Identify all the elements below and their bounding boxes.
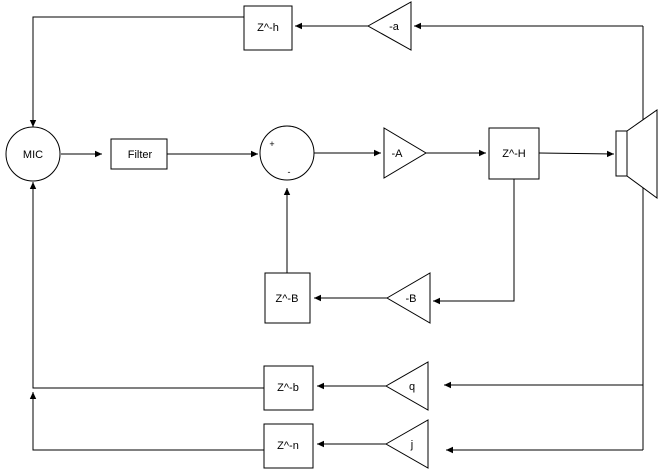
delay-H-label: Z^-H [502,148,526,160]
filter-block: Filter [110,138,168,170]
delay-b-block: Z^-b [263,365,314,411]
summer-block: + - [259,125,315,181]
wire-delayH-gainB [433,179,515,305]
gain-B-amplifier: -B [386,272,431,324]
delay-h-label: Z^-h [257,22,279,34]
gain-j-label: j [410,439,413,451]
delay-H-block: Z^-H [488,127,540,180]
gain-q-amplifier: q [384,361,429,411]
delay-h-block: Z^-h [243,5,293,51]
summer-plus-sign: + [269,139,274,149]
gain-B-label: -B [406,293,417,305]
gain-a-label: -a [389,21,400,33]
summer-minus-sign: - [288,167,291,177]
wire-delayn-up [29,392,264,451]
delay-b-label: Z^-b [277,382,299,394]
gain-A-label: -A [392,148,404,160]
wire-delayb-mic [29,182,264,389]
speaker-icon [615,109,658,199]
gain-a-amplifier: -a [366,1,412,51]
gain-j-amplifier: j [384,419,429,469]
delay-n-label: Z^-n [277,440,299,452]
wire-delayH-speaker [538,150,615,158]
delay-B-block: Z^-B [264,272,311,324]
wire-delayh-mic [29,16,244,127]
mic-block: MIC [5,126,61,182]
delay-B-label: Z^-B [276,293,299,305]
delay-n-block: Z^-n [263,423,314,469]
gain-A-amplifier: -A [383,127,427,179]
gain-q-label: q [409,381,415,393]
mic-label: MIC [23,149,43,161]
filter-label: Filter [128,149,153,161]
